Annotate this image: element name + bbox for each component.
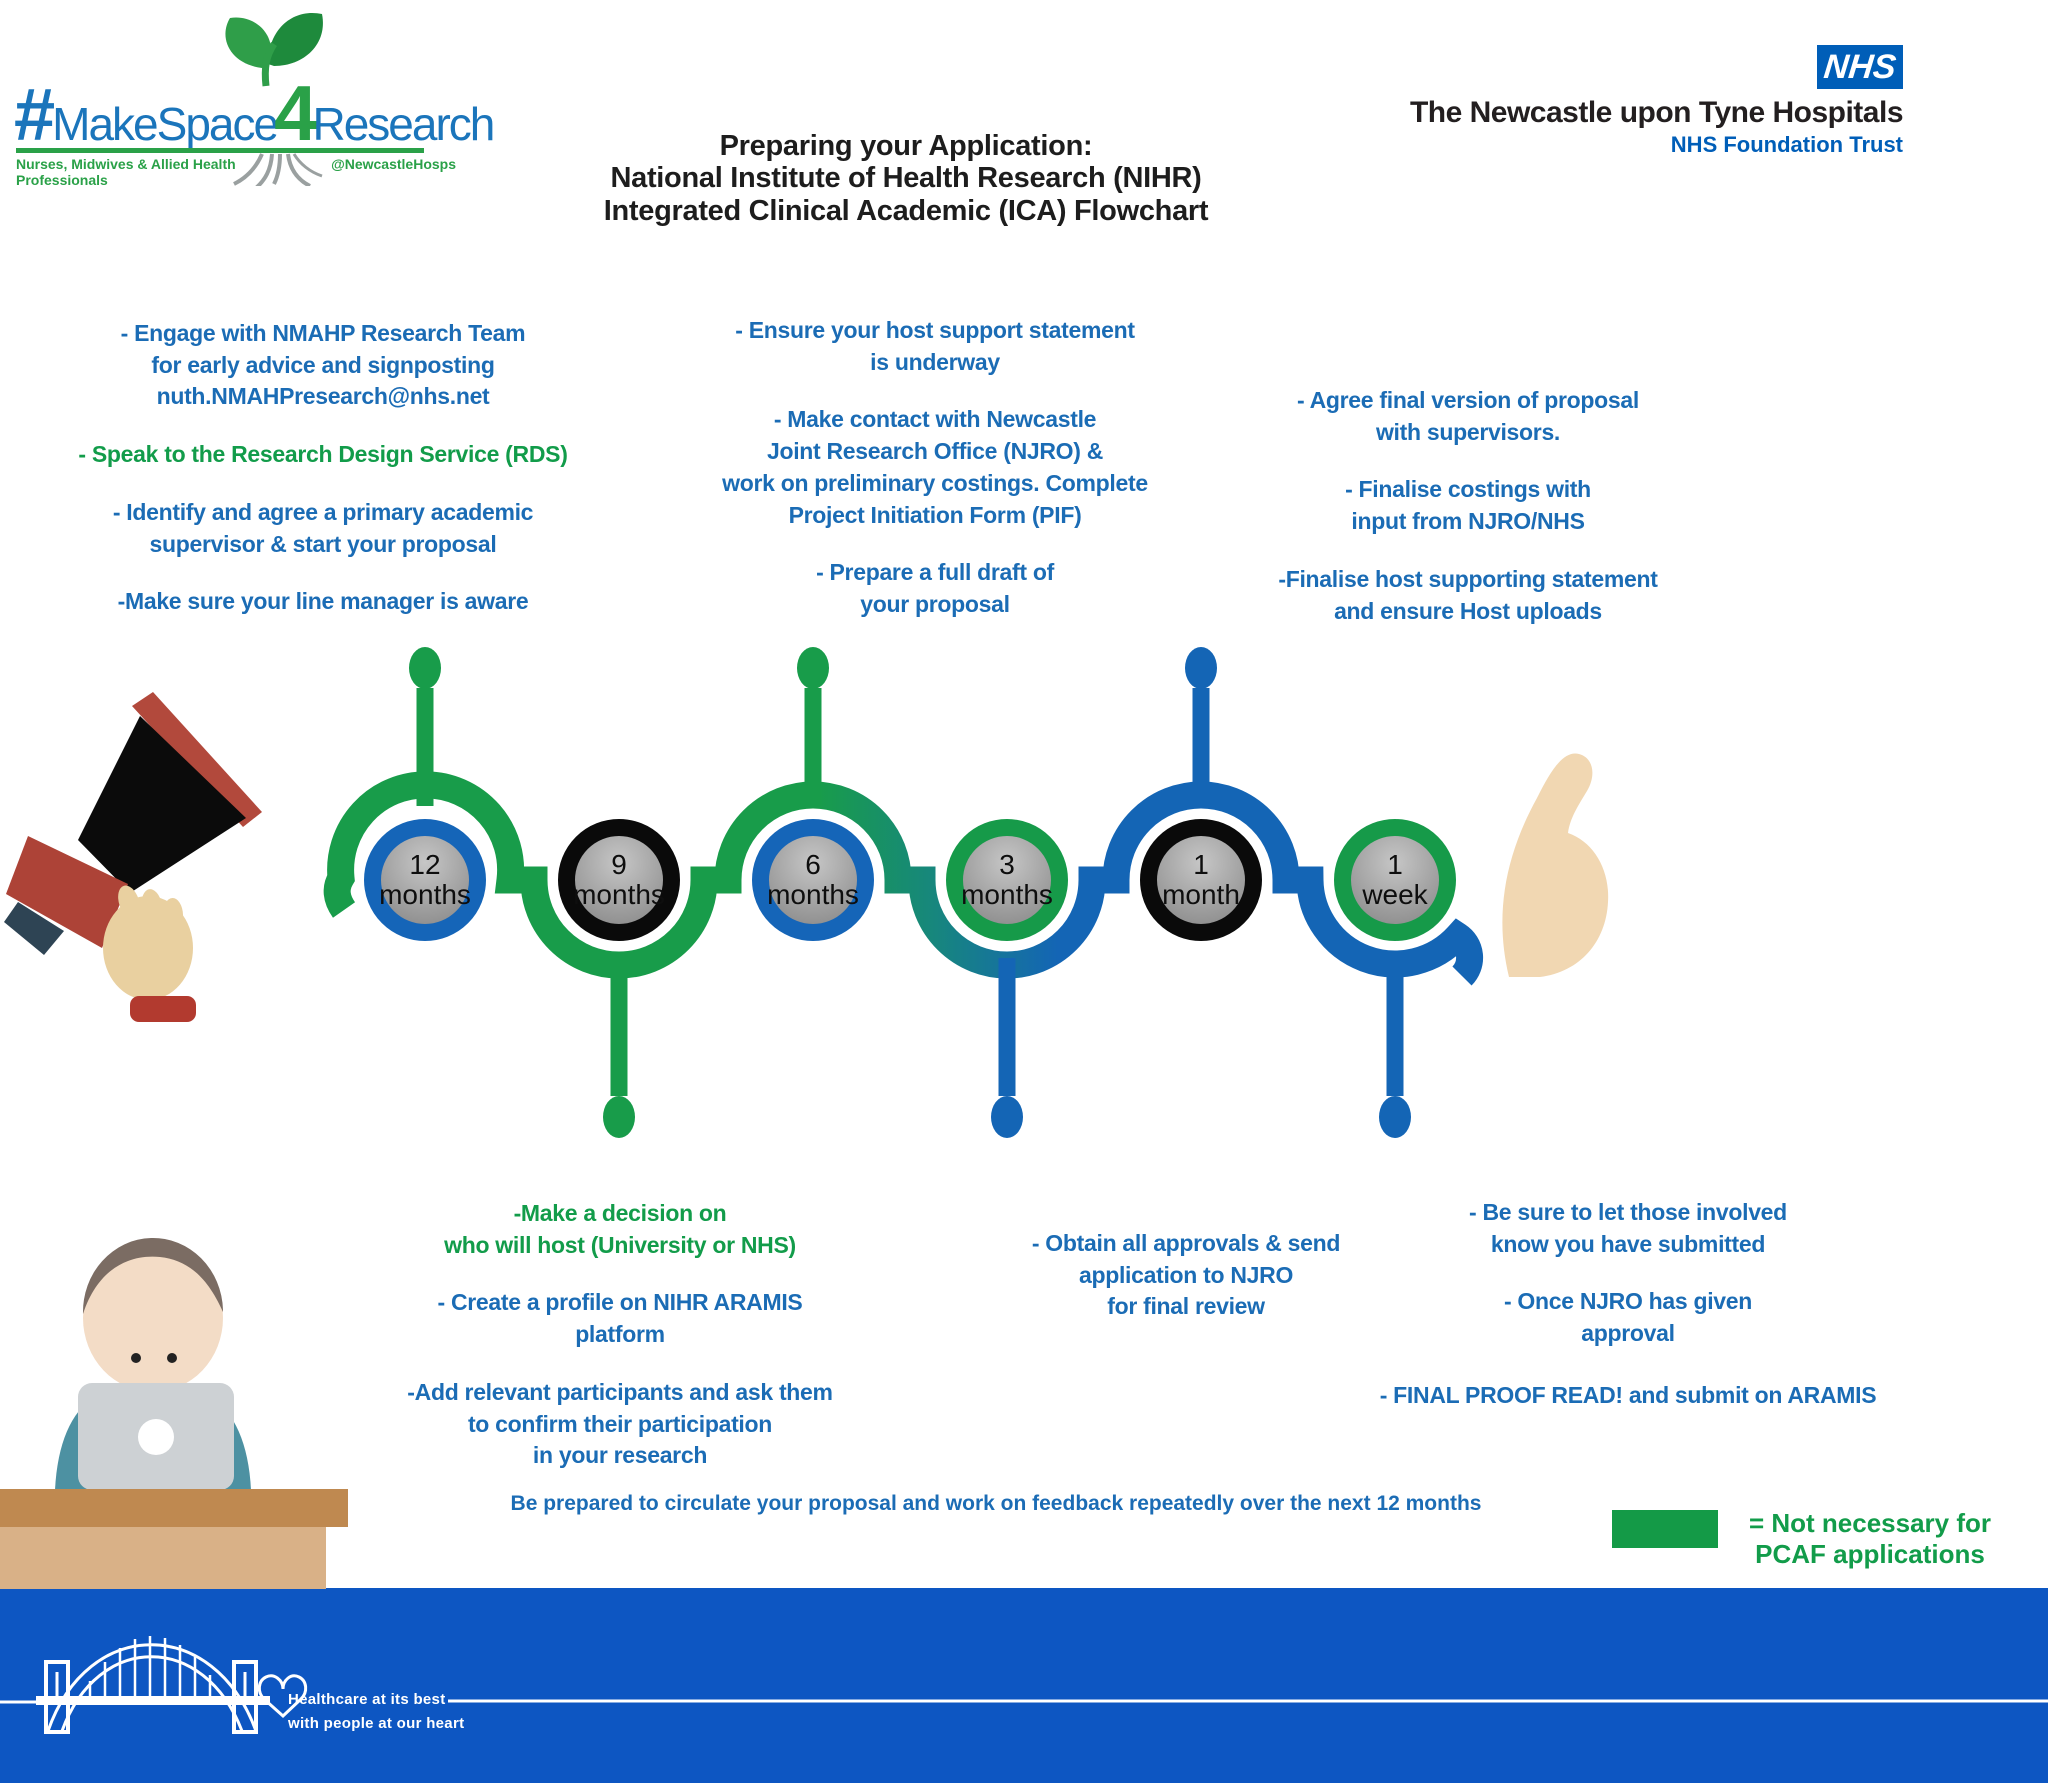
- note-item: - FINAL PROOF READ! and submit on ARAMIS: [1379, 1381, 1877, 1408]
- muscle-arm-icon: [1502, 753, 1609, 977]
- milestone-unit: months: [767, 879, 859, 910]
- note-item: - Speak to the Research Design Service (…: [78, 441, 568, 468]
- note-item: - Prepare a full draft of your proposal: [816, 559, 1054, 618]
- make-text: MakeSpace: [52, 98, 279, 150]
- milestone-9-months: 9 months: [558, 819, 680, 941]
- nhs-logo-text: NHS: [1822, 47, 1898, 86]
- milestone-unit: week: [1362, 879, 1428, 910]
- note-item: - Make contact with Newcastle Joint Rese…: [722, 406, 1148, 528]
- milestone-6-months: 6 months: [752, 819, 874, 941]
- title-line3: Integrated Clinical Academic (ICA) Flowc…: [603, 194, 1209, 227]
- timeline-path: [323, 771, 1484, 986]
- trust-name: The Newcastle upon Tyne Hospitals: [1409, 96, 1904, 129]
- nhs-logo: NHS: [1817, 45, 1903, 89]
- milestone-value: 1: [1193, 849, 1209, 881]
- milestone-value: 1: [1387, 849, 1403, 881]
- milestone-unit: month: [1162, 879, 1240, 910]
- legend-green-swatch: [1612, 1510, 1718, 1548]
- note-item: - Create a profile on NIHR ARAMIS platfo…: [437, 1289, 803, 1348]
- note-item: -Make a decision on who will host (Unive…: [444, 1200, 796, 1258]
- note-item: - Obtain all approvals & send applicatio…: [1031, 1230, 1341, 1320]
- notes-below-3-months: - Obtain all approvals & send applicatio…: [926, 1228, 1446, 1349]
- milestone-value: 9: [611, 849, 627, 881]
- circulate-proposal-note: Be prepared to circulate your proposal a…: [510, 1492, 1482, 1515]
- title-line1: Preparing your Application:: [719, 130, 1093, 162]
- person-at-laptop-icon: [0, 1237, 348, 1589]
- bridge-icon: [0, 1636, 2048, 1734]
- note-item: - Once NJRO has given approval: [1503, 1288, 1753, 1347]
- tagline-handle: @NewcastleHosps: [331, 156, 456, 172]
- milestone-1-month: 1 month: [1140, 819, 1262, 941]
- footer-tagline: Healthcare at its best with people at ou…: [288, 1691, 465, 1732]
- milestone-value: 12: [409, 849, 441, 881]
- research-text: Research: [312, 98, 495, 150]
- note-item: - Engage with NMAHP Research Team for ea…: [120, 320, 526, 410]
- sprout-and-roots-icon: [225, 12, 323, 186]
- milestone-12-months: 12 months: [364, 819, 486, 941]
- hash-glyph: #: [14, 73, 55, 156]
- note-item: - Agree final version of proposal with s…: [1297, 387, 1639, 445]
- milestone-unit: months: [379, 879, 471, 910]
- footer-band: Healthcare at its best with people at ou…: [0, 1588, 2048, 1783]
- milestone-value: 6: [805, 849, 821, 881]
- note-item: -Make sure your line manager is aware: [117, 588, 529, 615]
- heart-icon: [257, 1674, 308, 1719]
- tagline-professions: Nurses, Midwives & Allied Health Profess…: [16, 156, 236, 188]
- notes-below-9-months: -Make a decision on who will host (Unive…: [340, 1198, 900, 1498]
- milestone-unit: months: [573, 879, 665, 910]
- milestone-value: 3: [999, 849, 1015, 881]
- legend-label: = Not necessary for PCAF applications: [1748, 1508, 1992, 1570]
- trust-subtitle: NHS Foundation Trust: [1670, 132, 1903, 157]
- note-item: - Ensure your host support statement is …: [735, 317, 1135, 375]
- note-item: -Finalise host supporting statement and …: [1278, 565, 1658, 624]
- notes-9-6-months: - Ensure your host support statement is …: [655, 315, 1215, 647]
- milestone-3-months: 3 months: [946, 819, 1068, 941]
- four-glyph: 4: [274, 69, 317, 157]
- notes-12-months: - Engage with NMAHP Research Team for ea…: [43, 318, 603, 644]
- logo-taglines: Nurses, Midwives & Allied Health Profess…: [16, 156, 456, 188]
- page-title: Preparing your Application: National Ins…: [556, 130, 1256, 227]
- note-item: - Be sure to let those involved know you…: [1469, 1199, 1787, 1257]
- title-line2: National Institute of Health Research (N…: [610, 162, 1202, 195]
- milestone-unit: months: [961, 879, 1053, 910]
- megaphone-icon: [4, 692, 262, 1022]
- notes-1-month: - Agree final version of proposal with s…: [1188, 385, 1748, 653]
- note-item: -Add relevant participants and ask them …: [407, 1378, 833, 1469]
- note-item: - Identify and agree a primary academic …: [112, 498, 534, 557]
- note-item: - Finalise costings with input from NJRO…: [1345, 476, 1591, 535]
- logo-underline: [16, 148, 424, 153]
- notes-below-1-week: - Be sure to let those involved know you…: [1368, 1197, 1888, 1438]
- milestone-1-week: 1 week: [1334, 819, 1456, 941]
